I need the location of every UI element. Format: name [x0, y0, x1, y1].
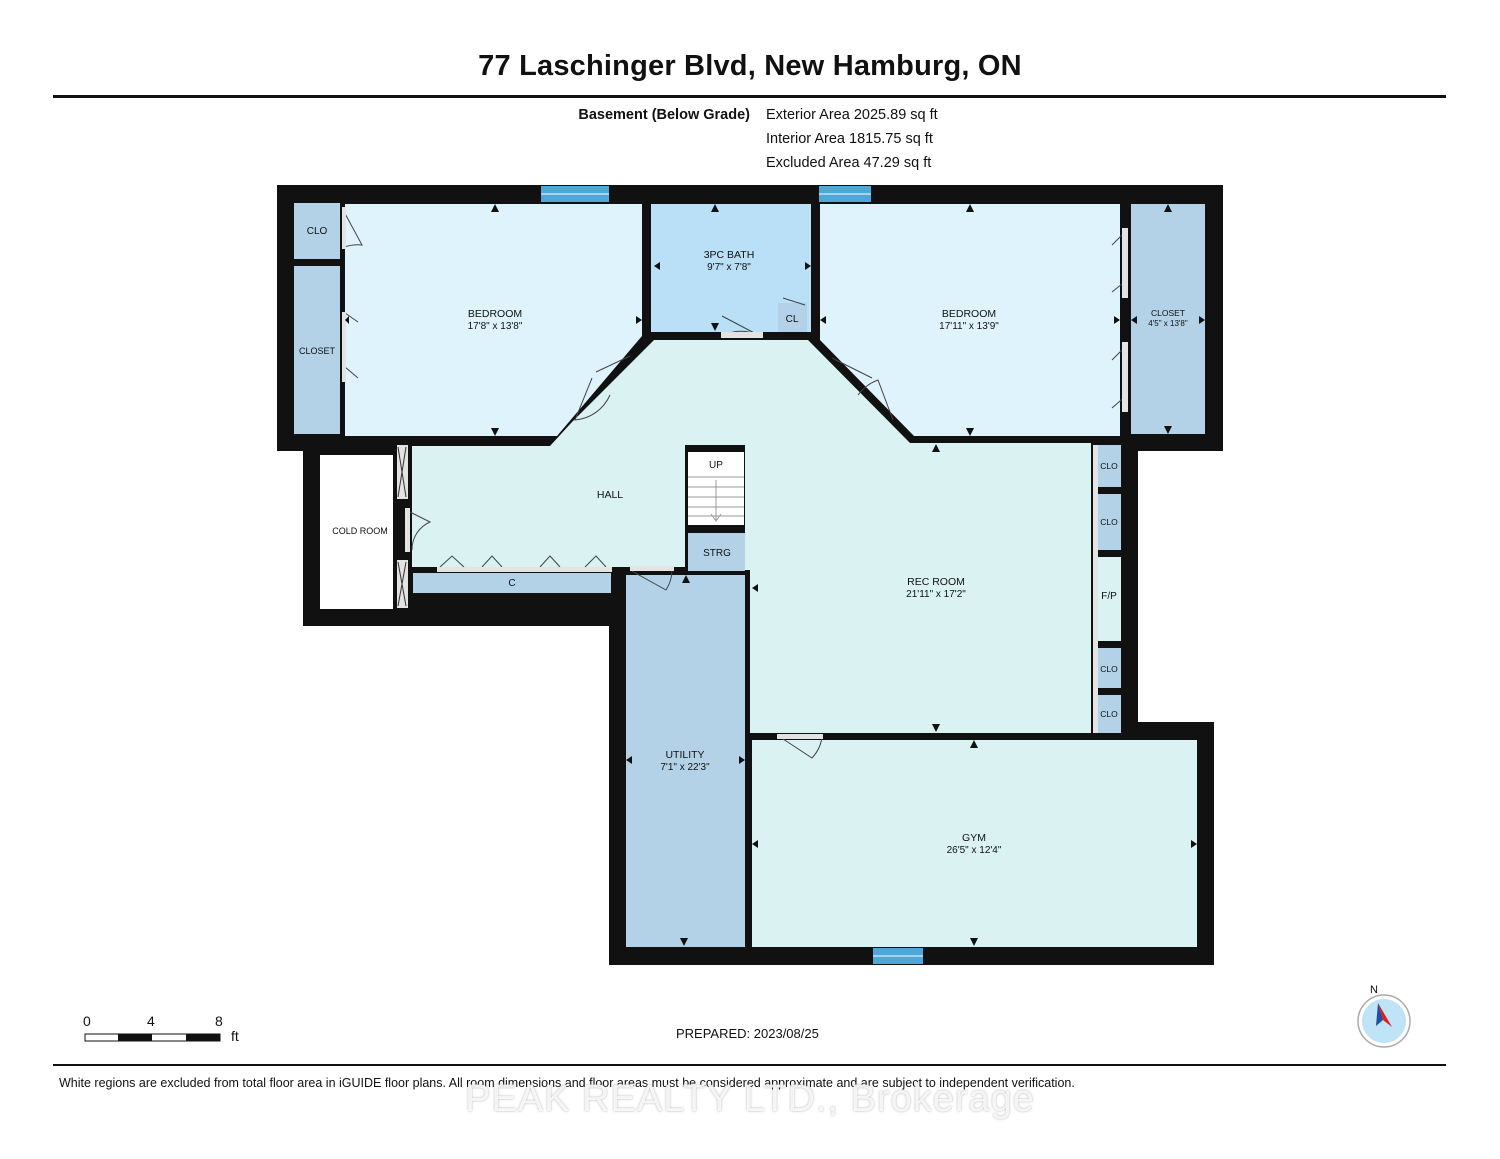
excluded-area: Excluded Area 47.29 sq ft [766, 155, 932, 171]
clo-label-r3: CLO [1100, 664, 1118, 674]
rec-room-name: REC ROOM [907, 576, 965, 588]
strg-label: STRG [703, 548, 731, 559]
scale-bar [84, 1033, 221, 1042]
dimension-arrows [345, 204, 1205, 946]
closet-c [413, 573, 611, 593]
closet-right [1131, 204, 1205, 434]
cold-room-label: COLD ROOM [332, 526, 388, 536]
clo-label-top-left: CLO [307, 226, 328, 237]
exterior-area: Exterior Area 2025.89 sq ft [766, 107, 938, 123]
scale-tick-4: 4 [147, 1013, 155, 1029]
cl-label: CL [786, 314, 799, 325]
up-label: UP [709, 460, 723, 471]
prepared-date: PREPARED: 2023/08/25 [676, 1026, 819, 1041]
footnote: White regions are excluded from total fl… [59, 1076, 1075, 1090]
closet-clo-r4 [1098, 695, 1121, 733]
bedroom-left-dims: 17'8" x 13'8" [468, 321, 523, 332]
fp-label: F/P [1101, 591, 1117, 602]
closet-left [294, 266, 340, 434]
hall-rec-area [412, 340, 1091, 733]
fireplace [1098, 557, 1121, 641]
utility-dims: 7'1" x 22'3" [660, 762, 710, 773]
interior-area: Interior Area 1815.75 sq ft [766, 131, 933, 147]
gym-name: GYM [962, 832, 986, 844]
clo-label-r1: CLO [1100, 461, 1118, 471]
bedroom-right [820, 204, 1120, 436]
compass-icon: N [1357, 984, 1411, 1048]
gym-dims: 26'5" x 12'4" [947, 845, 1002, 856]
stair-treads [688, 476, 744, 522]
closet-clo-r1 [1098, 445, 1121, 487]
scale-tick-8: 8 [215, 1013, 223, 1029]
bedroom-right-dims: 17'11" x 13'9" [939, 321, 999, 332]
closet-clo-r2 [1098, 494, 1121, 550]
hall-label: HALL [597, 489, 623, 501]
title-rule [53, 95, 1446, 98]
bedroom-left [345, 204, 642, 436]
closet-clo-r3 [1098, 648, 1121, 688]
compass-north: N [1370, 984, 1378, 996]
level-label: Basement (Below Grade) [578, 107, 750, 123]
closet-right-dims: 4'5" x 13'8" [1148, 319, 1188, 328]
utility-room [626, 575, 745, 947]
rec-room-dims: 21'11" x 17'2" [906, 589, 966, 600]
closet-label-left: CLOSET [299, 346, 336, 356]
bedroom-right-name: BEDROOM [942, 308, 996, 320]
clo-label-r4: CLO [1100, 709, 1118, 719]
bedroom-left-name: BEDROOM [468, 308, 522, 320]
gym-room [752, 740, 1197, 947]
scale-tick-0: 0 [83, 1013, 91, 1029]
closet-right-name: CLOSET [1151, 308, 1185, 318]
utility-name: UTILITY [665, 749, 704, 761]
bath-dims: 9'7" x 7'8" [707, 262, 751, 273]
plan-title: 77 Laschinger Blvd, New Hamburg, ON [478, 50, 1022, 82]
watermark: PEAK REALTY LTD., Brokerage [465, 1078, 1035, 1120]
bath-name: 3PC BATH [704, 249, 755, 261]
closet-clo-top-left [294, 203, 340, 259]
cold-room [320, 455, 393, 609]
c-label: C [508, 578, 515, 589]
closet-cl [778, 303, 807, 332]
clo-label-r2: CLO [1100, 517, 1118, 527]
storage-room [688, 533, 745, 571]
footer-rule [53, 1064, 1446, 1066]
scale-unit: ft [231, 1028, 239, 1044]
